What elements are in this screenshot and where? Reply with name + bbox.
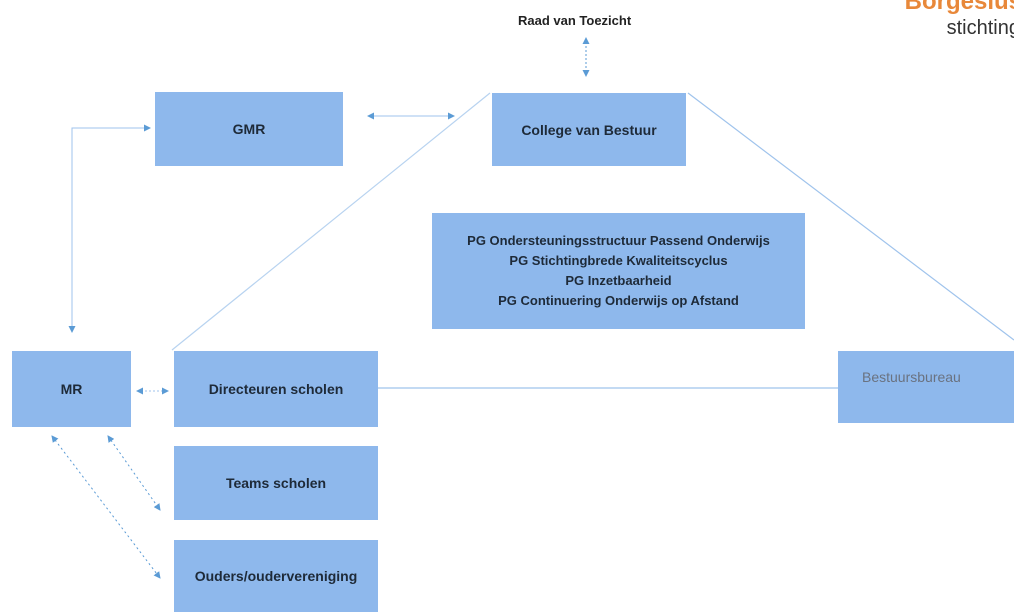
box-directeuren-scholen-label: Directeuren scholen — [208, 381, 344, 397]
box-directeuren-scholen: Directeuren scholen — [174, 351, 378, 427]
raad-van-toezicht-label: Raad van Toezicht — [518, 13, 632, 28]
box-college-van-bestuur: College van Bestuur — [492, 93, 686, 166]
arrow-mr-ouders — [51, 435, 161, 579]
pg-item: PG Ondersteuningsstructuur Passend Onder… — [467, 233, 770, 248]
box-gmr: GMR — [155, 92, 343, 166]
pg-item: PG Inzetbaarheid — [565, 273, 672, 288]
box-mr-label: MR — [60, 381, 83, 397]
box-mr: MR — [12, 351, 131, 427]
box-projectgroepen: PG Ondersteuningsstructuur Passend Onder… — [432, 213, 805, 329]
box-ouders-label: Ouders/oudervereniging — [194, 568, 358, 584]
arrow-mr-teams — [107, 435, 161, 511]
box-bestuursbureau-label: Bestuursbureau — [862, 369, 961, 385]
pg-item: PG Stichtingbrede Kwaliteitscyclus — [509, 253, 728, 268]
logo-subtitle: stichting — [946, 17, 1014, 39]
triangle-line-right — [687, 92, 1014, 341]
arrow-gmr-mr — [68, 124, 151, 333]
box-ouders: Ouders/oudervereniging — [174, 540, 378, 612]
triangle-line-left — [171, 92, 491, 351]
pg-item: PG Continuering Onderwijs op Afstand — [498, 293, 739, 308]
box-bestuursbureau: Bestuursbureau — [838, 351, 1014, 423]
box-teams-scholen-label: Teams scholen — [225, 475, 327, 491]
box-college-van-bestuur-label: College van Bestuur — [521, 121, 657, 138]
box-gmr-label: GMR — [232, 121, 266, 137]
logo-name: Borgesius — [904, 0, 1014, 15]
box-teams-scholen: Teams scholen — [174, 446, 378, 520]
